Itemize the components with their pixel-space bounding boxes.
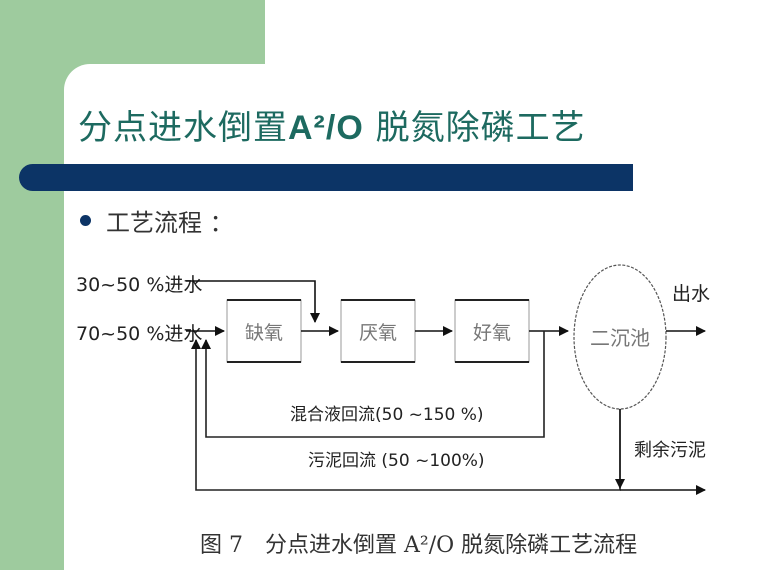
bullet-icon — [80, 215, 91, 226]
slide-title: 分点进水倒置A²/O 脱氮除磷工艺 — [78, 108, 586, 148]
anaerobic-label: 厌氧 — [359, 322, 397, 344]
mixed-liquor-return-line — [201, 331, 545, 438]
bullet-item: 工艺流程 ： — [80, 203, 234, 238]
inlet-1-line — [186, 280, 320, 323]
mixed-liquor-return-label: 混合液回流(50 ~150 %) — [290, 405, 484, 425]
clarifier-label: 二沉池 — [590, 326, 650, 350]
bullet-text: 工艺流程 ： — [106, 209, 234, 237]
anoxic-label: 缺氧 — [245, 322, 283, 344]
secondary-clarifier: 二沉池 — [573, 264, 667, 410]
outlet-label: 出水 — [672, 283, 710, 305]
anoxic-tank: 缺氧 — [226, 299, 302, 363]
aerobic-tank: 好氧 — [454, 299, 530, 363]
figure-caption: 图 7 分点进水倒置 A²/O 脱氮除磷工艺流程 — [200, 533, 638, 558]
aerobic-label: 好氧 — [473, 322, 511, 344]
inlet-1-label: 30~50 %进水 — [76, 274, 202, 296]
sludge-return-label: 污泥回流 (50 ~100%) — [308, 451, 485, 471]
anaerobic-tank: 厌氧 — [340, 299, 416, 363]
excess-sludge-label: 剩余污泥 — [634, 440, 706, 461]
title-divider-bar — [19, 164, 633, 191]
inlet-2-label: 70~50 %进水 — [76, 323, 202, 345]
